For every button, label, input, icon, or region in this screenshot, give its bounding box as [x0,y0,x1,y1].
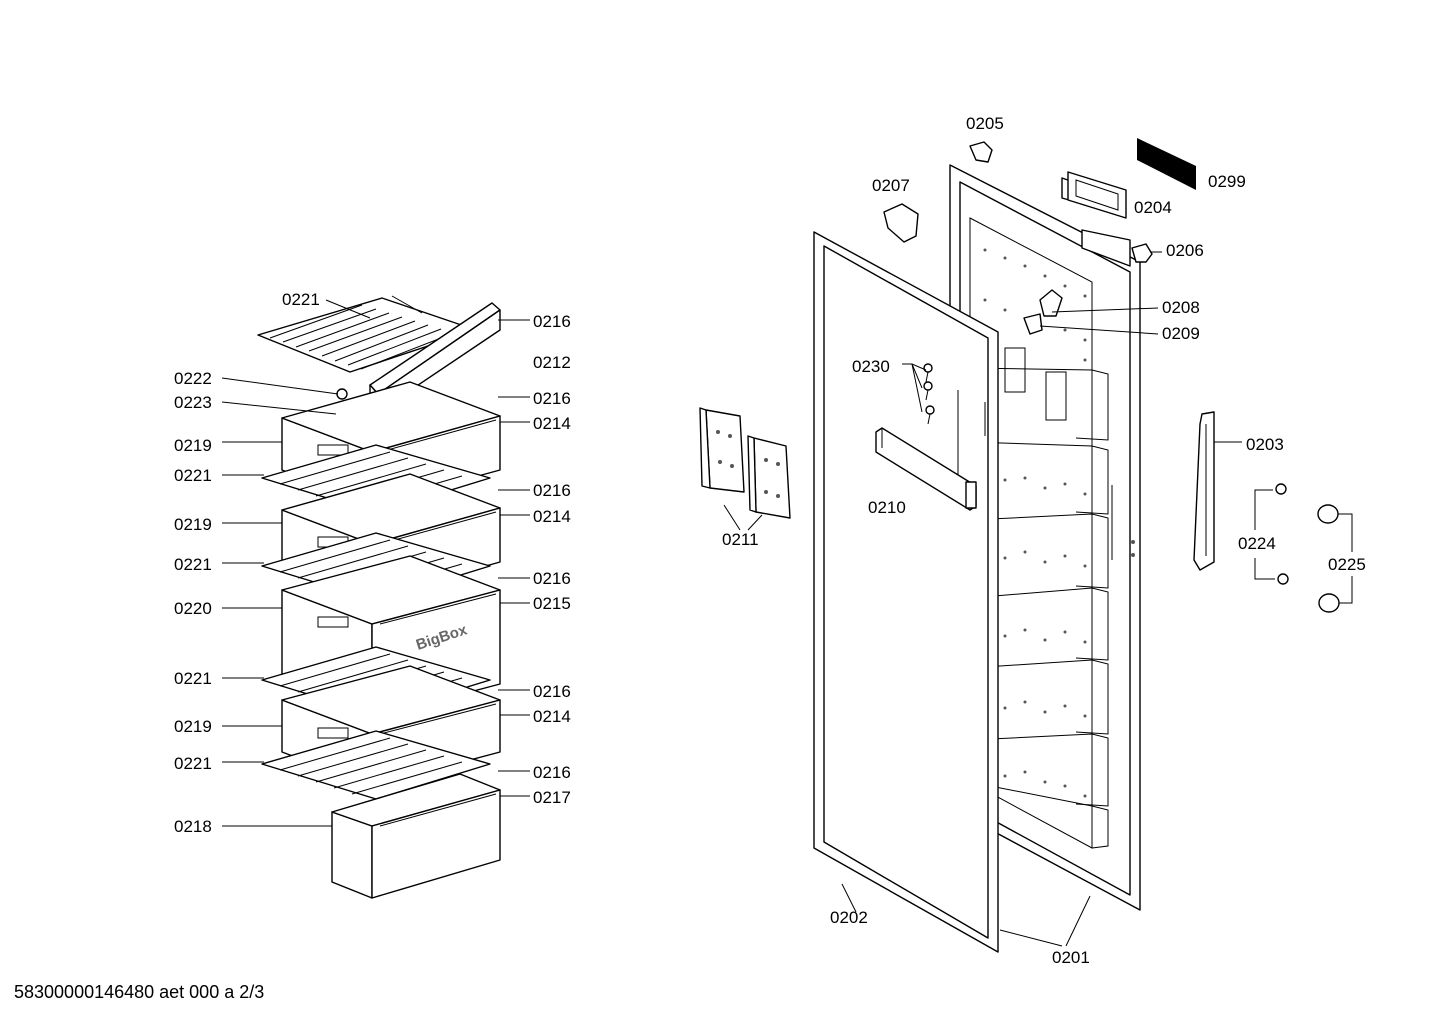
label-0214-1: 0214 [533,414,571,433]
label-0216-5: 0216 [533,682,571,701]
label-0202: 0202 [830,908,868,927]
label-0221-2: 0221 [174,466,212,485]
label-0215: 0215 [533,594,571,613]
label-0219-3: 0219 [174,717,212,736]
label-0205: 0205 [966,114,1004,133]
labels-right: 0205 0207 0299 0204 0206 0208 0209 0230 … [722,114,1366,967]
label-0221-3: 0221 [174,555,212,574]
label-0219-2: 0219 [174,515,212,534]
label-0221-top: 0221 [282,290,320,309]
hinge-clip-0205 [969,141,993,163]
hinge-clip-0206 [1131,243,1153,263]
label-0204: 0204 [1134,198,1172,217]
label-0221-4: 0221 [174,669,212,688]
label-0203: 0203 [1246,435,1284,454]
door-assembly: 0205 0207 0299 0204 0206 0208 0209 0230 … [699,114,1366,967]
label-0225: 0225 [1328,555,1366,574]
screws-0224 [1275,483,1289,585]
label-0201: 0201 [1052,948,1090,967]
labels-left: 0221 0216 0212 0222 0223 0216 0214 0219 … [174,290,571,836]
label-0214-2: 0214 [533,507,571,526]
latch-0208 [1039,289,1063,317]
label-0219-1: 0219 [174,436,212,455]
label-0209: 0209 [1162,324,1200,343]
latch-plate-0209 [1023,313,1043,335]
label-plate-0299 [1137,138,1196,190]
label-0220: 0220 [174,599,212,618]
drawer-bottom [331,773,501,899]
label-0216-2: 0216 [533,389,571,408]
wire-shelf-2 [261,444,491,514]
label-0207: 0207 [872,176,910,195]
label-0218: 0218 [174,817,212,836]
label-0206: 0206 [1166,241,1204,260]
label-0223: 0223 [174,393,212,412]
label-0211: 0211 [722,530,759,549]
leader-lines-right [723,251,1353,947]
door-rail-0210 [875,427,977,511]
label-0222: 0222 [174,369,212,388]
drawer-stack: BigBox [174,290,571,899]
label-0221-5: 0221 [174,754,212,773]
label-0216-4: 0216 [533,569,571,588]
door-handle-0203 [1193,411,1215,571]
ice-packs-0211 [699,407,791,519]
label-0217: 0217 [533,788,571,807]
label-0214-3: 0214 [533,707,571,726]
cover-0207 [883,203,919,243]
label-0216-6: 0216 [533,763,571,782]
door-gasket [813,231,999,953]
label-0230: 0230 [852,357,890,376]
label-0216-3: 0216 [533,481,571,500]
label-0210: 0210 [868,498,906,517]
document-footer-code: 58300000146480 aet 000 a 2/3 [14,982,265,1002]
leader-lines-left [221,299,530,827]
label-0216-top: 0216 [533,312,571,331]
label-0212: 0212 [533,353,571,372]
label-0224: 0224 [1238,534,1276,553]
display-cover-0204 [1067,171,1127,219]
label-0299: 0299 [1208,172,1246,191]
wire-shelf-top [257,295,477,373]
label-0208: 0208 [1162,298,1200,317]
wire-shelf-5 [261,730,491,800]
